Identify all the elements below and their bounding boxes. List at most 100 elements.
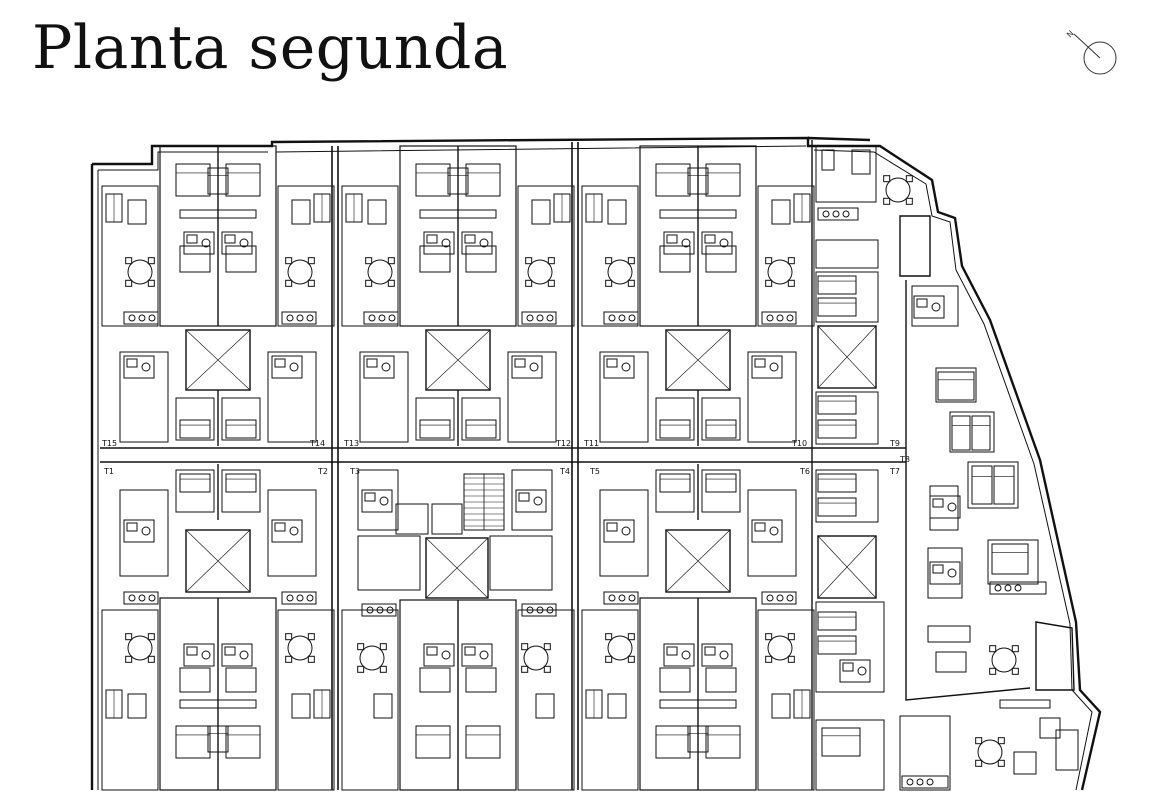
stove-burner: [822, 210, 830, 218]
bed: [655, 725, 691, 759]
stove-burner: [776, 594, 784, 602]
bed: [175, 725, 211, 759]
toilet: [141, 526, 151, 536]
window-bench: [999, 699, 1051, 709]
chair: [883, 197, 891, 205]
service-room: [357, 535, 421, 591]
window-seat: [367, 199, 387, 225]
chair: [525, 257, 533, 265]
side-room: [599, 351, 649, 443]
bed: [415, 725, 451, 759]
stove-burner: [378, 314, 386, 322]
kitchen-counter: [603, 591, 639, 605]
side-unit: [581, 609, 639, 791]
desk: [179, 209, 257, 219]
bed: [465, 163, 501, 197]
round-table: [367, 259, 393, 285]
north-arrow-icon: N: [1065, 29, 1117, 75]
shaft-cross: [425, 537, 489, 599]
side-unit: [757, 185, 815, 327]
armchair: [851, 149, 871, 175]
chair: [765, 655, 773, 663]
round-table: [767, 635, 793, 661]
light-shaft: [817, 535, 877, 599]
bed: [179, 473, 211, 493]
bed: [697, 167, 709, 195]
window-seat: [127, 693, 147, 719]
bed: [817, 297, 857, 317]
shower: [705, 245, 737, 273]
bed: [971, 465, 993, 505]
stair-label: T15: [101, 439, 117, 448]
bed: [697, 725, 709, 753]
round-table: [287, 259, 313, 285]
kitchen-counter: [281, 591, 317, 605]
bedroom: [815, 601, 885, 693]
window-seat: [127, 199, 147, 225]
stove-burner: [1004, 584, 1012, 592]
sink: [464, 234, 476, 244]
chair: [307, 633, 315, 641]
stove-burner: [386, 606, 394, 614]
bedroom: [815, 469, 879, 523]
chair: [627, 257, 635, 265]
stove-burner: [842, 210, 850, 218]
sink: [426, 234, 438, 244]
shower: [179, 667, 211, 693]
shaft-cross: [425, 329, 491, 391]
stove-burner: [526, 606, 534, 614]
bathroom: [913, 295, 945, 319]
shower: [465, 667, 497, 693]
bathroom: [183, 643, 215, 667]
chair: [521, 665, 529, 673]
shaft-cross: [665, 329, 731, 391]
chair: [357, 665, 365, 673]
chair: [147, 655, 155, 663]
corner-room: [899, 715, 951, 791]
stair-label: T3: [349, 467, 360, 476]
bed: [457, 167, 469, 195]
wing-bed: [935, 367, 977, 403]
stove-burner: [138, 594, 146, 602]
stove-burner: [366, 606, 374, 614]
kitchen-counter: [281, 311, 317, 325]
window-seat: [771, 693, 791, 719]
stove-burner: [608, 314, 616, 322]
toilet: [719, 238, 729, 248]
bathroom: [123, 355, 155, 379]
stove-burner: [916, 778, 924, 786]
shower: [179, 245, 211, 273]
shower: [659, 245, 691, 273]
shower: [659, 667, 691, 693]
kitchen-counter: [603, 311, 639, 325]
shower: [225, 667, 257, 693]
stair-label: T10: [791, 439, 807, 448]
toilet: [479, 650, 489, 660]
bathroom: [363, 355, 395, 379]
bathroom: [361, 489, 393, 513]
side-room: [599, 489, 649, 577]
stair-label: T1: [103, 467, 114, 476]
side-room: [267, 351, 317, 443]
side-room: [267, 489, 317, 577]
side-room: [359, 351, 409, 443]
bed: [817, 635, 857, 655]
chair: [285, 655, 293, 663]
bed: [655, 163, 691, 197]
side-room: [119, 489, 169, 577]
toilet: [239, 238, 249, 248]
bed: [415, 163, 451, 197]
round-table: [523, 645, 549, 671]
bed: [659, 419, 691, 439]
sink: [754, 522, 766, 532]
stove-burner: [546, 606, 554, 614]
sink: [274, 358, 286, 368]
interior-wall: [97, 145, 1093, 791]
sink: [126, 522, 138, 532]
sink: [274, 522, 286, 532]
stove-burner: [618, 594, 626, 602]
stove-burner: [994, 584, 1002, 592]
chair: [125, 655, 133, 663]
chair: [285, 257, 293, 265]
chair: [997, 737, 1005, 745]
